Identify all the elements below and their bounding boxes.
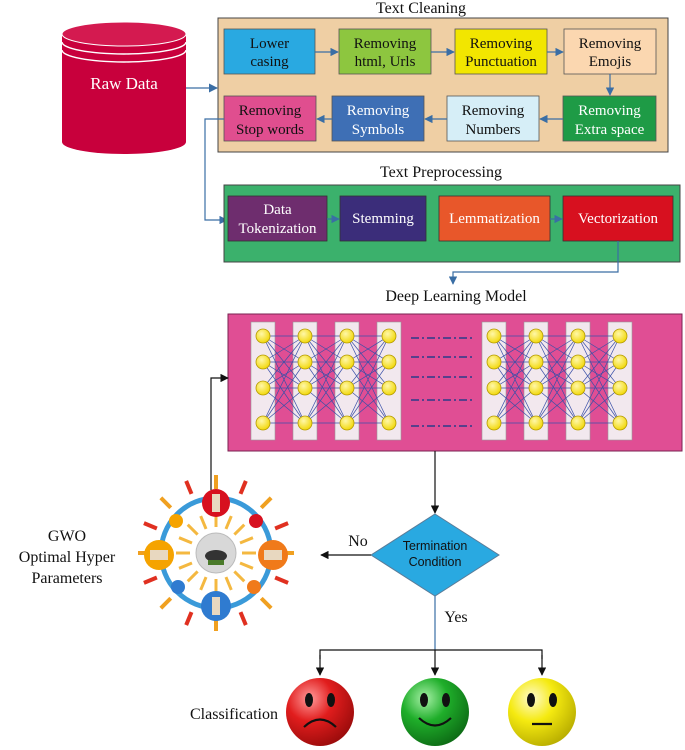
svg-text:Vectorization: Vectorization (578, 211, 658, 227)
preprocessing-to-model-arrow (448, 241, 619, 285)
svg-text:Removing: Removing (470, 36, 533, 52)
step-removing-emojis: Removing Emojis (563, 28, 657, 75)
sad-face-icon (286, 678, 354, 746)
step-lower-casing: Lower casing (223, 28, 316, 75)
svg-text:Emojis: Emojis (589, 54, 632, 70)
gwo-to-model-arrow (210, 373, 229, 490)
gwo-label-line1: GWO (48, 528, 86, 545)
svg-text:Removing: Removing (578, 103, 641, 119)
gwo-label-line2: Optimal Hyper (19, 549, 116, 566)
svg-text:Removing: Removing (354, 36, 417, 52)
termination-condition-diamond: Termination Condition (370, 513, 500, 597)
svg-text:Punctuation: Punctuation (465, 54, 537, 70)
raw-data-label: Raw Data (90, 74, 158, 93)
text-preprocessing-title: Text Preprocessing (380, 164, 502, 181)
step-removing-punctuation: Removing Punctuation (454, 28, 548, 75)
svg-text:Stemming: Stemming (352, 211, 414, 227)
classification-label: Classification (190, 706, 278, 723)
cleaning-to-preprocessing-arrow (204, 118, 228, 225)
classification-branch (319, 649, 543, 659)
step-lemmatization: Lemmatization (438, 195, 551, 242)
gwo-label-line3: Parameters (31, 570, 102, 587)
svg-text:Removing: Removing (579, 36, 642, 52)
deep-learning-title: Deep Learning Model (385, 288, 527, 305)
svg-text:html, Urls: html, Urls (355, 54, 416, 70)
svg-text:Removing: Removing (239, 103, 302, 119)
step-vectorization: Vectorization (562, 195, 674, 242)
svg-text:casing: casing (250, 54, 289, 70)
svg-text:Lower: Lower (250, 36, 289, 52)
svg-text:Data: Data (263, 202, 292, 218)
text-cleaning-title: Text Cleaning (376, 0, 466, 17)
raw-data-database: Raw Data (61, 21, 187, 154)
gwo-wheel-graphic (138, 475, 294, 631)
gwo-wheel-arrows (138, 475, 294, 631)
svg-text:Stop words: Stop words (236, 122, 304, 138)
svg-text:Removing: Removing (347, 103, 410, 119)
svg-text:Tokenization: Tokenization (238, 221, 317, 237)
step-stemming: Stemming (339, 195, 427, 242)
step-removing-stop-words: Removing Stop words (223, 95, 317, 142)
svg-text:Termination: Termination (403, 539, 468, 553)
step-removing-symbols: Removing Symbols (331, 95, 425, 142)
svg-text:Lemmatization: Lemmatization (449, 211, 540, 227)
svg-text:Removing: Removing (462, 103, 525, 119)
svg-text:Numbers: Numbers (466, 122, 521, 138)
neural-network (250, 321, 633, 441)
step-removing-extra-space: Removing Extra space (562, 95, 657, 142)
svg-text:Symbols: Symbols (352, 122, 405, 138)
no-label: No (348, 533, 368, 550)
svg-text:Extra space: Extra space (575, 122, 645, 138)
yes-label: Yes (444, 609, 467, 626)
step-removing-html-urls: Removing html, Urls (338, 28, 432, 75)
neutral-face-icon (508, 678, 576, 746)
svg-text:Condition: Condition (409, 555, 462, 569)
step-removing-numbers: Removing Numbers (446, 95, 540, 142)
happy-face-icon (401, 678, 469, 746)
step-data-tokenization: Data Tokenization (227, 195, 328, 242)
